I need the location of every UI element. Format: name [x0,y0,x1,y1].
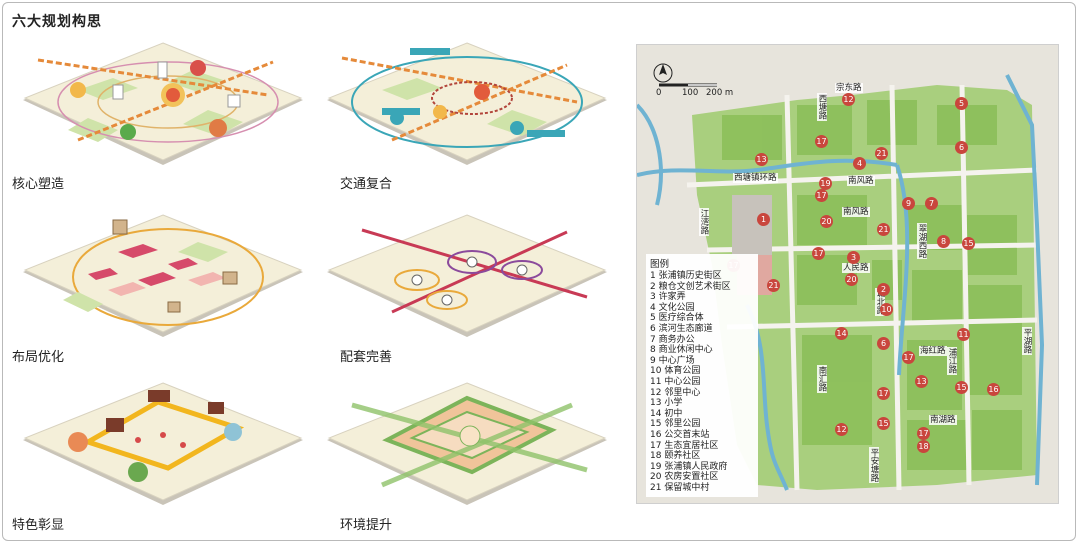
map-marker: 17 [902,351,915,364]
legend-item: 1 张浦镇历史街区 [650,271,722,281]
scale-label-200: 200 m [706,88,734,98]
diagram-core-shaping [23,42,303,165]
map-marker: 20 [845,273,858,286]
map-marker: 4 [853,157,866,170]
map-marker: 17 [815,135,828,148]
map-marker: 5 [955,97,968,110]
road-label: 南汇路 [817,365,827,393]
road-label: 南风路 [847,176,875,186]
diagram-environment-upgrade [327,382,607,505]
legend-item: 13 小学 [650,398,683,409]
legend-item: 4 文化公园 [650,302,695,313]
legend-item: 11 中心公园 [650,376,701,387]
map-marker: 21 [877,223,890,236]
legend-item: 15 邻里公园 [650,419,701,430]
legend-item: 12 邻里中心 [650,387,701,398]
road-label: 海红路 [919,346,947,356]
legend-item: 3 许家弄 [650,292,686,303]
legend-item: 7 商务办公 [650,334,695,345]
legend-item: 18 颐养社区 [650,451,701,462]
legend-item: 17 生态宜居社区 [650,440,719,451]
road-label: 南湖路 [929,415,957,425]
legend-item: 16 公交首末站 [650,429,710,440]
map-marker: 10 [880,303,893,316]
map-marker: 21 [767,279,780,292]
map-marker: 2 [877,283,890,296]
road-label: 平湖路 [1022,327,1032,355]
legend-item: 9 中心广场 [650,355,695,366]
legend-item: 20 农房安置社区 [650,472,719,483]
map-marker: 9 [902,197,915,210]
caption-transport-composite: 交通复合 [340,177,393,192]
scale-label-100: 100 [682,88,699,98]
road-label: 浦江路 [947,347,957,375]
diagram-character-highlight [23,382,303,505]
road-label: 宗东路 [835,83,863,93]
map-marker: 6 [955,141,968,154]
map-marker: 8 [937,235,950,248]
map-marker: 20 [820,215,833,228]
map-marker: 21 [875,147,888,160]
road-label: 人民路 [842,263,870,273]
diagram-transport-composite [327,42,607,165]
map-marker: 12 [842,93,855,106]
map-marker: 7 [925,197,938,210]
scale-label-0: 0 [656,88,662,98]
legend-item: 5 医疗综合体 [650,313,704,324]
road-label: 城北路 [875,288,885,316]
map-marker: 18 [917,440,930,453]
map-marker: 17 [812,247,825,260]
legend-item: 19 张浦镇人民政府 [650,461,728,472]
map-marker: 16 [987,383,1000,396]
diagram-facilities-improvement [327,214,607,337]
road-label: 江湾路 [699,208,709,236]
road-label: 西塘路 [817,93,827,121]
map-marker: 17 [815,189,828,202]
caption-facilities-improvement: 配套完善 [340,350,393,365]
caption-character-highlight: 特色彰显 [12,518,65,533]
map-marker: 6 [877,337,890,350]
road-label: 翠湖西路 [917,223,927,259]
map-marker: 17 [877,387,890,400]
caption-core-shaping: 核心塑造 [12,177,65,192]
map-marker: 19 [819,177,832,190]
caption-environment-upgrade: 环境提升 [340,518,393,533]
legend-item: 14 初中 [650,408,683,419]
diagram-layout-optimization [23,214,303,337]
map-marker: 12 [835,423,848,436]
road-label: 南风路 [842,207,870,217]
road-label: 平安塘路 [869,447,879,483]
legend-item: 6 滨河生态廊道 [650,323,713,334]
map-marker: 13 [755,153,768,166]
road-label: 西塘镇环路 [733,173,778,183]
caption-layout-optimization: 布局优化 [12,350,65,365]
map-marker: 15 [955,381,968,394]
map-marker: 15 [962,237,975,250]
map-marker: 15 [877,417,890,430]
legend-item: 21 保留城中村 [650,482,710,493]
map-marker: 17 [917,427,930,440]
map-marker: 3 [847,251,860,264]
legend-title: 图例 [650,259,670,270]
map-marker: 11 [957,328,970,341]
map-marker: 13 [915,375,928,388]
legend-item: 10 体育公园 [650,366,701,377]
figure-title: 六大规划构思 [12,14,102,30]
legend-item: 2 粮仓文创艺术街区 [650,281,731,292]
legend-item: 8 商业休闲中心 [650,345,713,356]
map-marker: 1 [757,213,770,226]
map-marker: 14 [835,327,848,340]
